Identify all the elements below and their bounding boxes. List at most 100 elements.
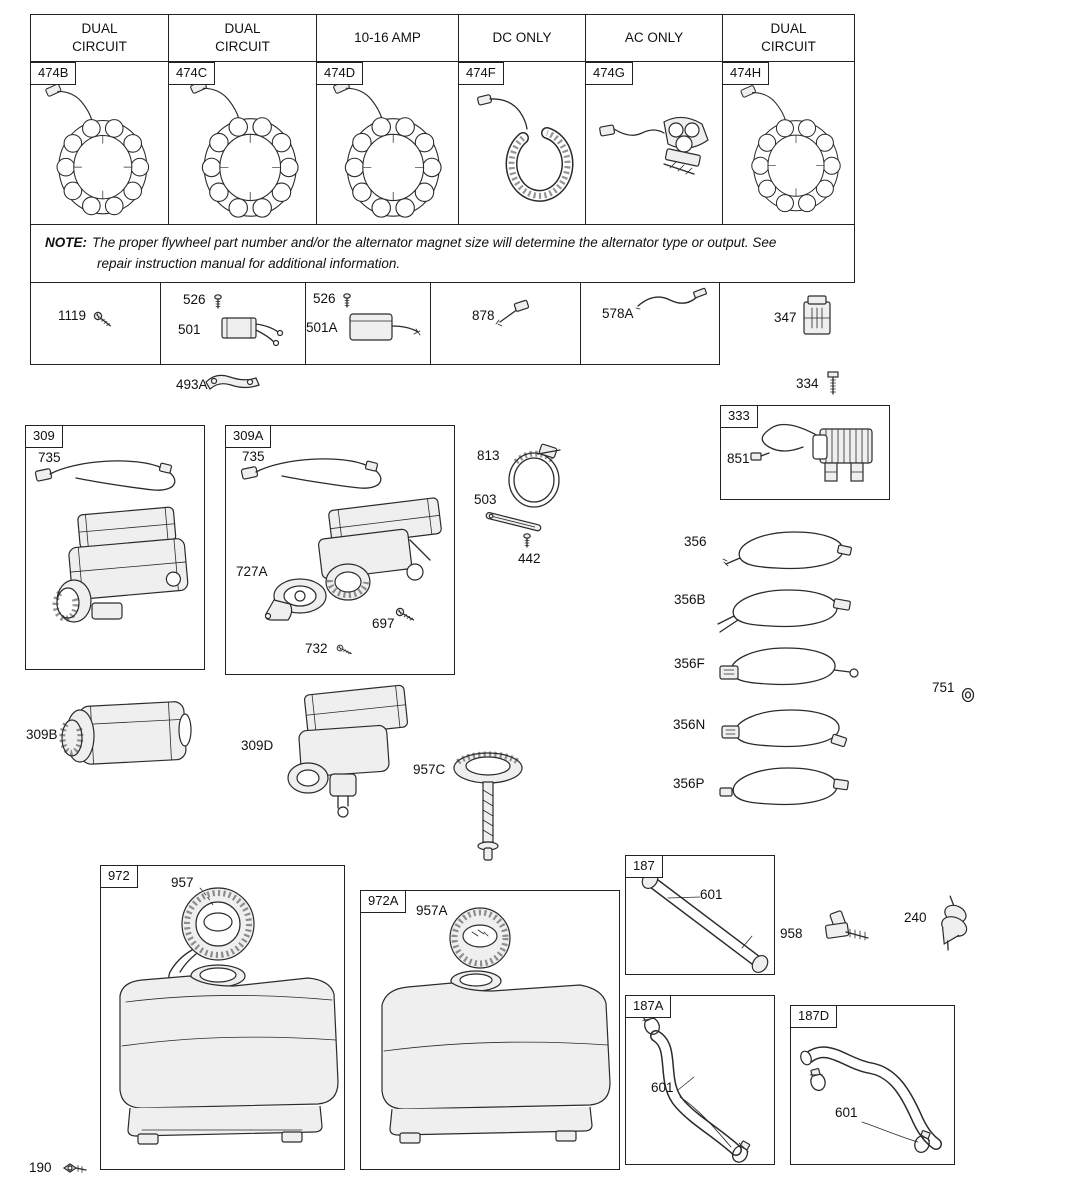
harness-356b-illustration	[717, 589, 851, 633]
part-label-813: 813	[477, 448, 500, 463]
image-cell-474c	[169, 62, 317, 224]
fitting-958-illustration	[824, 910, 869, 941]
fuel-hose-601-187a-illustration	[639, 1010, 754, 1166]
chip-474c: 474C	[168, 62, 216, 85]
note-line2: repair instruction manual for additional…	[97, 255, 401, 271]
part-label-601-187d: 601	[835, 1105, 858, 1120]
part-label-751: 751	[932, 680, 955, 695]
small-parts-row	[30, 283, 720, 365]
group-box-972	[100, 865, 345, 1170]
part-label-878: 878	[472, 308, 495, 323]
group-box-187	[625, 855, 775, 975]
screw-190-icon	[62, 1163, 87, 1173]
fuel-tank-972a-illustration	[381, 970, 611, 1144]
harness-356n-illustration	[721, 709, 848, 748]
part-label-442: 442	[518, 551, 541, 566]
leader-601-187a	[677, 1076, 732, 1148]
part-label-356n: 356N	[673, 717, 706, 732]
leader-601-187d	[861, 1121, 919, 1143]
part-label-697: 697	[372, 616, 395, 631]
leader-957	[199, 887, 214, 906]
header-10-16-amp: 10-16 AMP	[317, 15, 459, 61]
part-label-1119: 1119	[58, 308, 87, 323]
alternator-474f-illustration	[477, 94, 574, 202]
header-dc-only: DC ONLY	[459, 15, 586, 61]
chip-474g: 474G	[585, 62, 633, 85]
group-box-333	[720, 405, 890, 500]
part-label-190: 190	[29, 1160, 52, 1175]
part-label-356f: 356F	[674, 656, 705, 671]
header-dual-circuit-2: DUAL CIRCUIT	[169, 15, 317, 61]
hose-clamp-813-illustration	[508, 443, 561, 508]
fuel-hose-601-187d-illustration	[800, 1046, 942, 1156]
image-cell-474d	[317, 62, 459, 224]
part-label-957a: 957A	[416, 903, 448, 918]
harness-356f-illustration	[719, 647, 859, 686]
part-label-503: 503	[474, 492, 497, 507]
chip-474b: 474B	[30, 62, 77, 85]
part-label-356p: 356P	[673, 776, 705, 791]
parts-cell-526-501a	[306, 283, 431, 364]
part-label-356: 356	[684, 534, 707, 549]
fuel-cap-957-illustration	[168, 887, 255, 986]
parts-cell-526-501	[161, 283, 306, 364]
grommet-751-icon	[961, 687, 975, 703]
wire-878-illustration	[495, 299, 530, 327]
note-label: NOTE:	[45, 235, 87, 250]
image-cell-474h	[723, 62, 854, 224]
fuel-cap-gauge-957c-illustration	[453, 751, 523, 861]
part-label-735b: 735	[242, 449, 265, 464]
part-label-309b: 309B	[26, 727, 58, 742]
image-cell-474b	[31, 62, 169, 224]
part-label-334: 334	[796, 376, 819, 391]
starter-309-illustration	[52, 506, 189, 623]
terminal-851-icon	[750, 452, 770, 461]
image-cell-474f	[459, 62, 586, 224]
part-label-735: 735	[38, 450, 61, 465]
chip-972: 972	[100, 865, 138, 888]
header-dual-circuit-3: DUAL CIRCUIT	[761, 20, 816, 54]
fuel-filter-240-illustration	[941, 895, 968, 951]
parts-cell-878	[431, 283, 581, 364]
note-line1: The proper flywheel part number and/or t…	[92, 235, 777, 250]
group-box-187a	[625, 995, 775, 1165]
image-cell-474g	[586, 62, 723, 224]
chip-474f: 474F	[458, 62, 504, 85]
alternator-header-row: DUAL CIRCUIT DUAL CIRCUIT 10-16 AMP DC O…	[30, 14, 855, 62]
ignition-coil-333-illustration	[750, 423, 873, 482]
note-box: NOTE: The proper flywheel part number and…	[30, 225, 855, 283]
header-ac-only: AC ONLY	[586, 15, 723, 61]
fuel-cap-957a-illustration	[449, 907, 511, 969]
harness-356p-illustration	[719, 767, 849, 806]
part-label-493a: 493A	[176, 377, 208, 392]
group-box-309	[25, 425, 205, 670]
group-box-972a	[360, 890, 620, 1170]
part-label-501a: 501A	[306, 320, 338, 335]
part-label-601-187: 601	[700, 887, 723, 902]
cable-578a-illustration	[635, 287, 707, 310]
part-label-727a: 727A	[236, 564, 268, 579]
part-label-347: 347	[774, 310, 797, 325]
group-box-187d	[790, 1005, 955, 1165]
part-label-356b: 356B	[674, 592, 706, 607]
part-label-957: 957	[171, 875, 194, 890]
part-label-851: 851	[727, 451, 750, 466]
part-label-240: 240	[904, 910, 927, 925]
chip-187a: 187A	[625, 995, 672, 1018]
parts-cell-1119	[31, 283, 161, 364]
header-dual-circuit-1: DUAL CIRCUIT	[31, 15, 169, 61]
part-label-578a: 578A	[602, 306, 634, 321]
starter-309d-illustration	[287, 684, 409, 818]
part-label-958: 958	[780, 926, 803, 941]
part-label-309d: 309D	[241, 738, 274, 753]
regulator-501a-illustration	[349, 313, 421, 341]
part-label-601-187a: 601	[651, 1080, 674, 1095]
part-label-501: 501	[178, 322, 201, 337]
regulator-501-illustration	[221, 317, 284, 347]
chip-474h: 474H	[722, 62, 770, 85]
chip-187d: 187D	[790, 1005, 838, 1028]
chip-187: 187	[625, 855, 663, 878]
chip-474d: 474D	[316, 62, 364, 85]
